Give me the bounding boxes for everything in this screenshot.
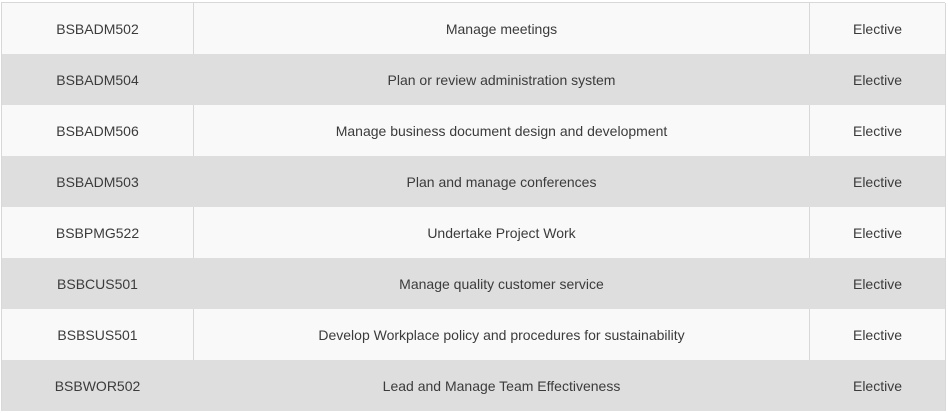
- table-row: BSBPMG522 Undertake Project Work Electiv…: [1, 207, 946, 258]
- units-table: BSBADM502 Manage meetings Elective BSBAD…: [1, 3, 946, 411]
- unit-title-cell: Manage meetings: [193, 3, 810, 54]
- table-row: BSBADM506 Manage business document desig…: [1, 105, 946, 156]
- unit-code-cell: BSBADM503: [1, 156, 194, 207]
- table-row: BSBADM503 Plan and manage conferences El…: [1, 156, 946, 207]
- unit-code-cell: BSBSUS501: [1, 309, 194, 360]
- unit-title-cell: Plan and manage conferences: [193, 156, 810, 207]
- table-row: BSBWOR502 Lead and Manage Team Effective…: [1, 360, 946, 411]
- unit-type-cell: Elective: [809, 360, 946, 411]
- unit-type-cell: Elective: [809, 54, 946, 105]
- unit-code-cell: BSBCUS501: [1, 258, 194, 309]
- unit-type-cell: Elective: [809, 207, 946, 258]
- unit-type-cell: Elective: [809, 309, 946, 360]
- table-row: BSBADM502 Manage meetings Elective: [1, 3, 946, 54]
- unit-title-cell: Develop Workplace policy and procedures …: [193, 309, 810, 360]
- unit-code-cell: BSBADM502: [1, 3, 194, 54]
- unit-type-cell: Elective: [809, 156, 946, 207]
- unit-code-cell: BSBWOR502: [1, 360, 194, 411]
- unit-type-cell: Elective: [809, 258, 946, 309]
- unit-type-cell: Elective: [809, 105, 946, 156]
- unit-title-cell: Manage quality customer service: [193, 258, 810, 309]
- unit-type-cell: Elective: [809, 3, 946, 54]
- table-row: BSBSUS501 Develop Workplace policy and p…: [1, 309, 946, 360]
- unit-title-cell: Lead and Manage Team Effectiveness: [193, 360, 810, 411]
- table-row: BSBCUS501 Manage quality customer servic…: [1, 258, 946, 309]
- unit-title-cell: Manage business document design and deve…: [193, 105, 810, 156]
- unit-code-cell: BSBADM506: [1, 105, 194, 156]
- unit-title-cell: Undertake Project Work: [193, 207, 810, 258]
- table-row: BSBADM504 Plan or review administration …: [1, 54, 946, 105]
- unit-code-cell: BSBPMG522: [1, 207, 194, 258]
- unit-title-cell: Plan or review administration system: [193, 54, 810, 105]
- unit-code-cell: BSBADM504: [1, 54, 194, 105]
